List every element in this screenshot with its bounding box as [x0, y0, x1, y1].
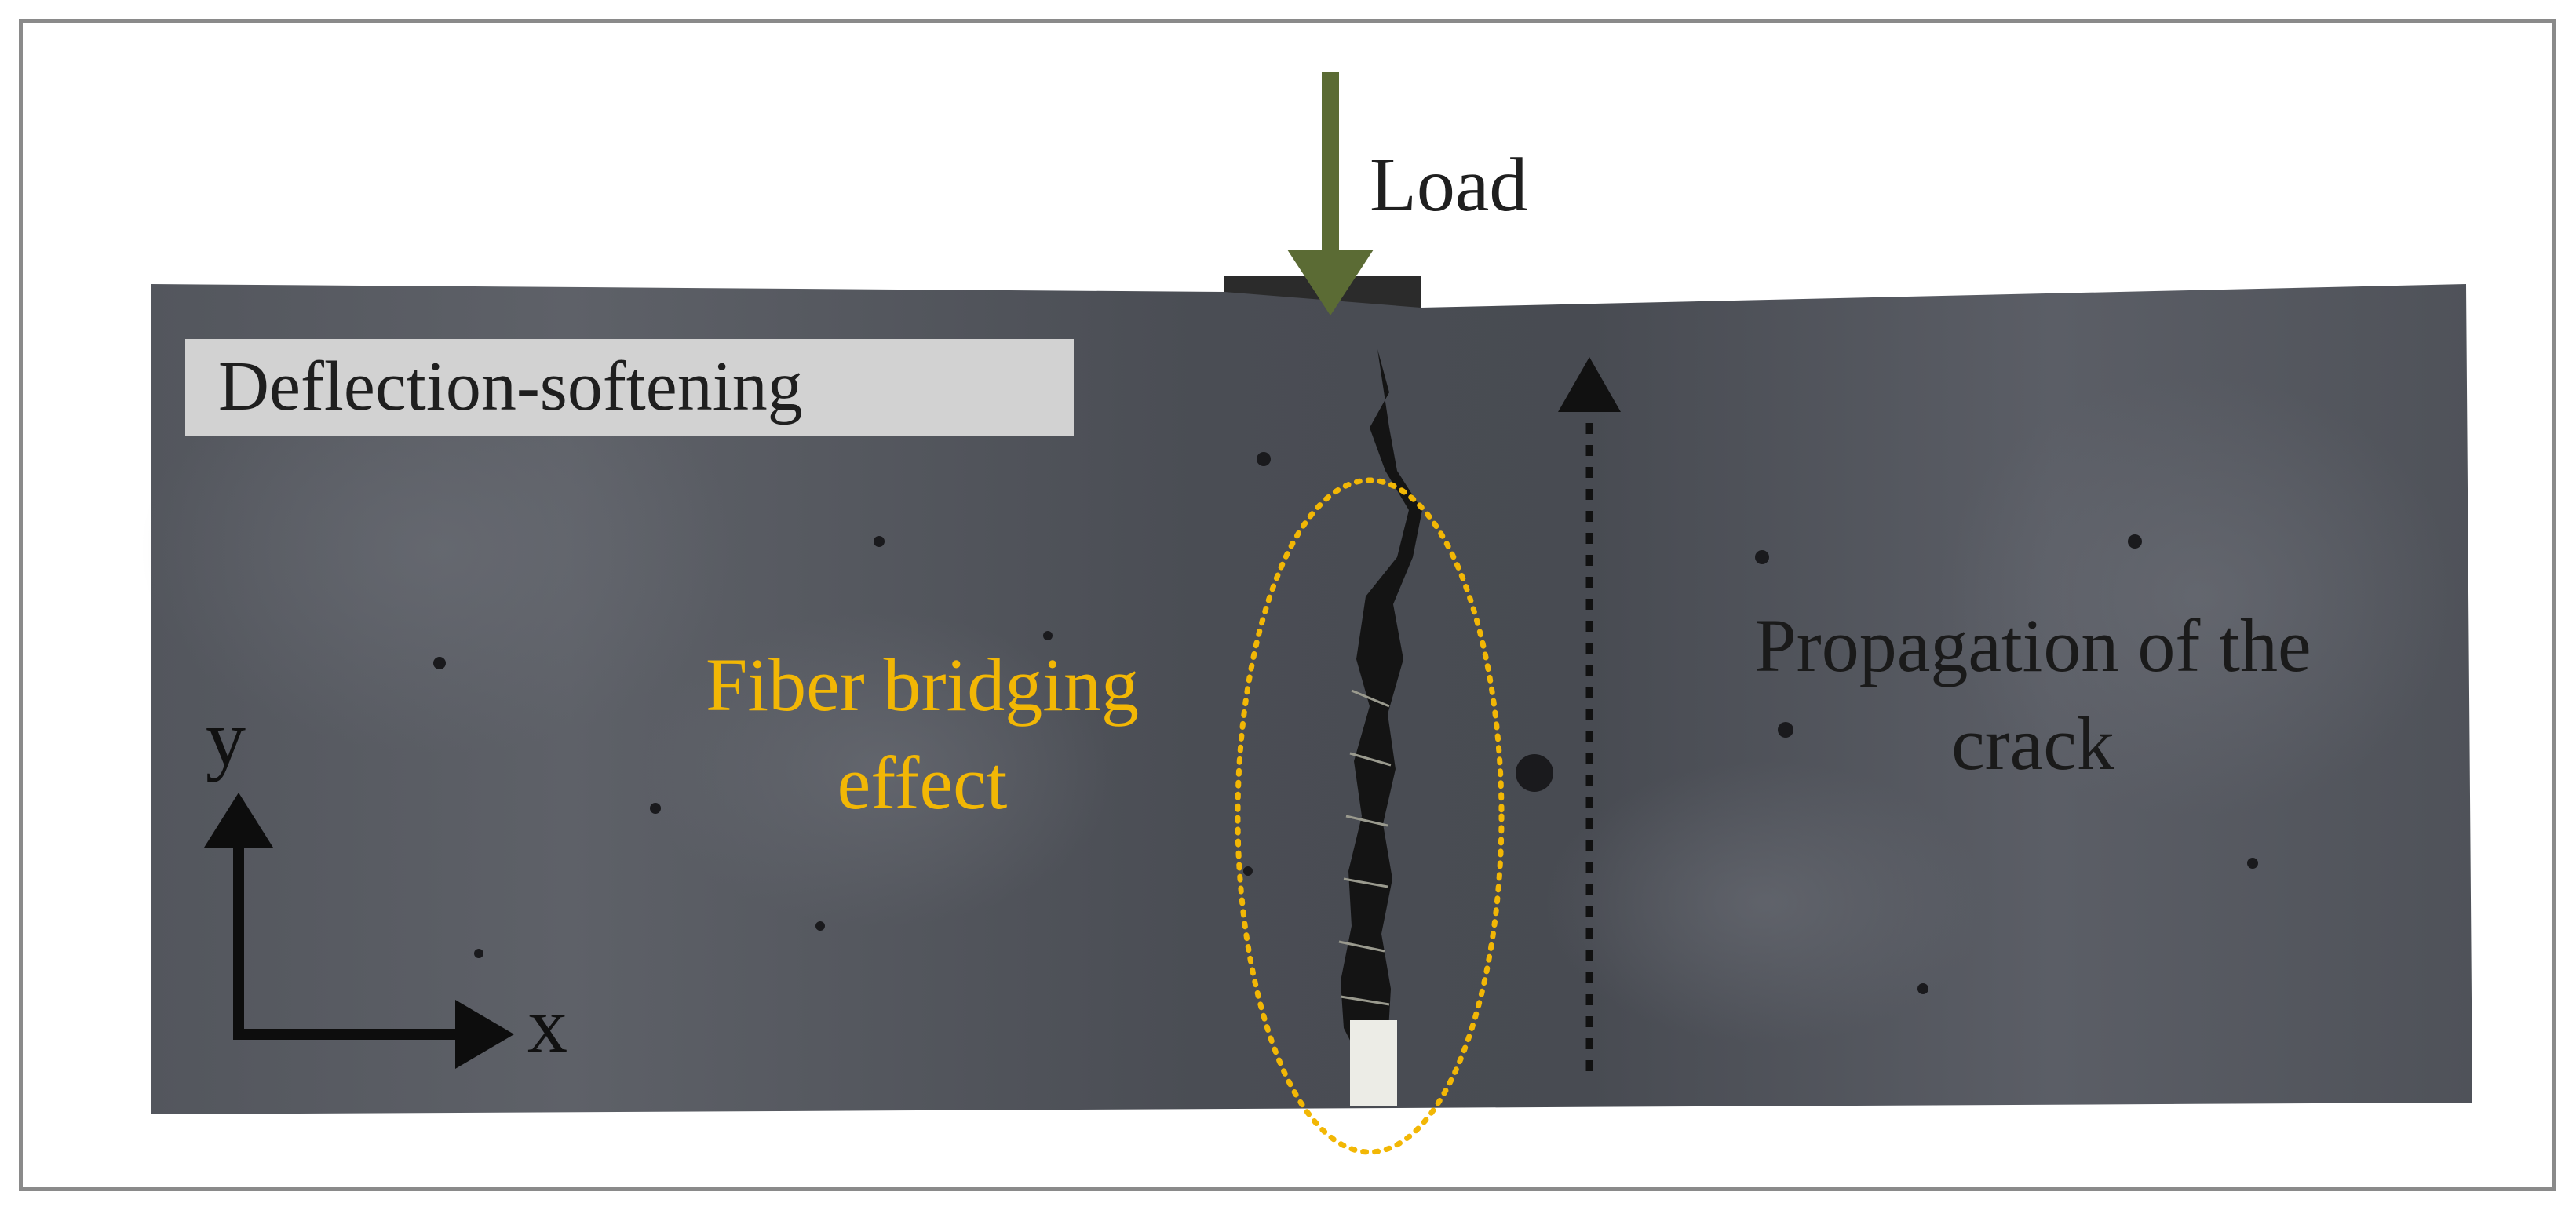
propagation-arrow-head [1558, 357, 1621, 412]
bridging-fibers [1338, 689, 1392, 1006]
y-axis-label: y [206, 694, 246, 783]
bridging-label-line1: Fiber bridging [706, 643, 1139, 727]
axes-icon [204, 793, 514, 1069]
surface-pores [433, 452, 2258, 994]
mode-label: Deflection-softening [218, 348, 803, 425]
notch [1350, 1020, 1397, 1106]
mode-label-box [185, 339, 1074, 436]
crack [1341, 349, 1422, 1071]
load-label: Load [1370, 143, 1527, 228]
propagation-label-line2: crack [1951, 702, 2114, 786]
x-axis-arrow [455, 1000, 514, 1069]
load-arrow-head [1287, 250, 1374, 315]
y-axis-arrow [204, 793, 273, 848]
bridging-label-line2: effect [837, 741, 1008, 825]
bridging-region [1235, 477, 1505, 1155]
propagation-label-line1: Propagation of the [1754, 603, 2311, 687]
x-axis-label: x [527, 981, 567, 1070]
